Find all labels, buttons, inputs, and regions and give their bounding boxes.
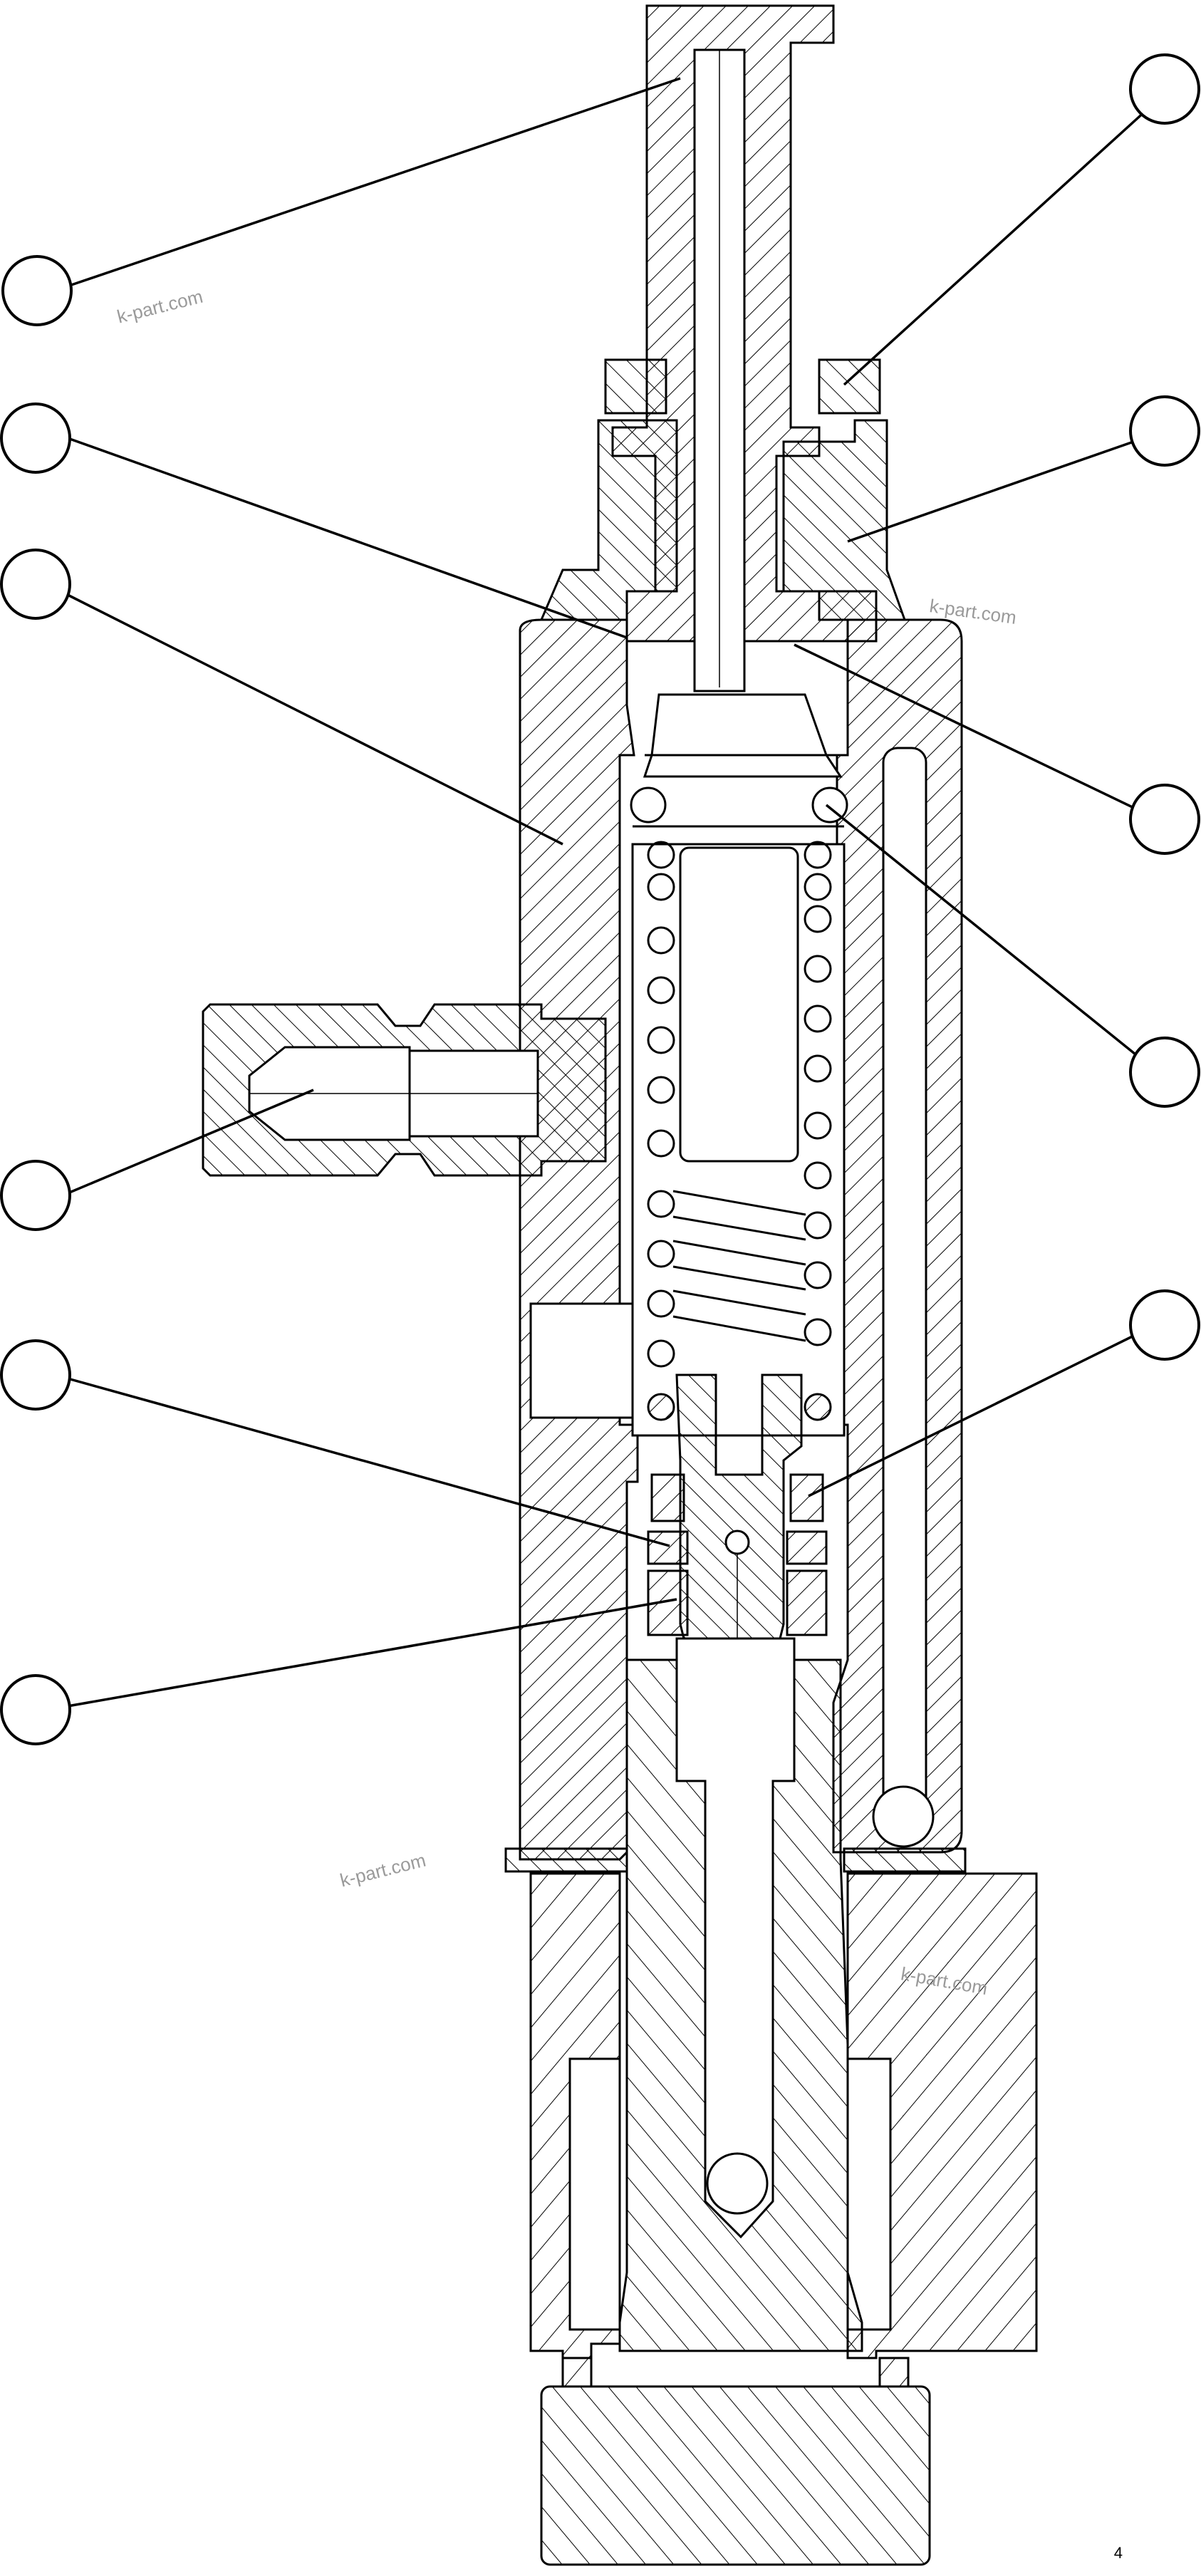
callout-5[interactable] <box>0 549 71 620</box>
upper-spring <box>647 841 832 1158</box>
callout-3[interactable] <box>0 402 71 474</box>
callout-10[interactable] <box>0 1339 71 1411</box>
callout-1[interactable] <box>1 255 73 326</box>
callout-8[interactable] <box>0 1160 71 1231</box>
callout-7[interactable] <box>1129 1037 1200 1108</box>
callout-11[interactable] <box>0 1674 71 1745</box>
bottom-nut <box>540 2357 931 2566</box>
lower-flange <box>504 1847 967 1873</box>
bonnet <box>539 419 907 621</box>
side-port <box>529 1302 639 1419</box>
plunger <box>618 1637 863 2352</box>
packing-rings <box>647 1473 828 1636</box>
callout-4[interactable] <box>1129 395 1200 467</box>
callout-6[interactable] <box>1129 784 1200 855</box>
lock-nut <box>604 358 881 415</box>
page-number: 4 <box>1113 2544 1123 2562</box>
leader-lines <box>67 77 1159 1708</box>
callout-2[interactable] <box>1129 53 1200 125</box>
lower-housing <box>529 1872 1038 2359</box>
callout-9[interactable] <box>1129 1289 1200 1361</box>
valve-body <box>519 618 963 1861</box>
valve-seat <box>643 693 843 778</box>
lower-spring <box>647 1161 832 1421</box>
inlet-fitting <box>202 1003 607 1177</box>
o-rings-upper <box>630 786 848 846</box>
spring-chamber <box>631 843 846 1437</box>
top-cap <box>611 4 878 692</box>
